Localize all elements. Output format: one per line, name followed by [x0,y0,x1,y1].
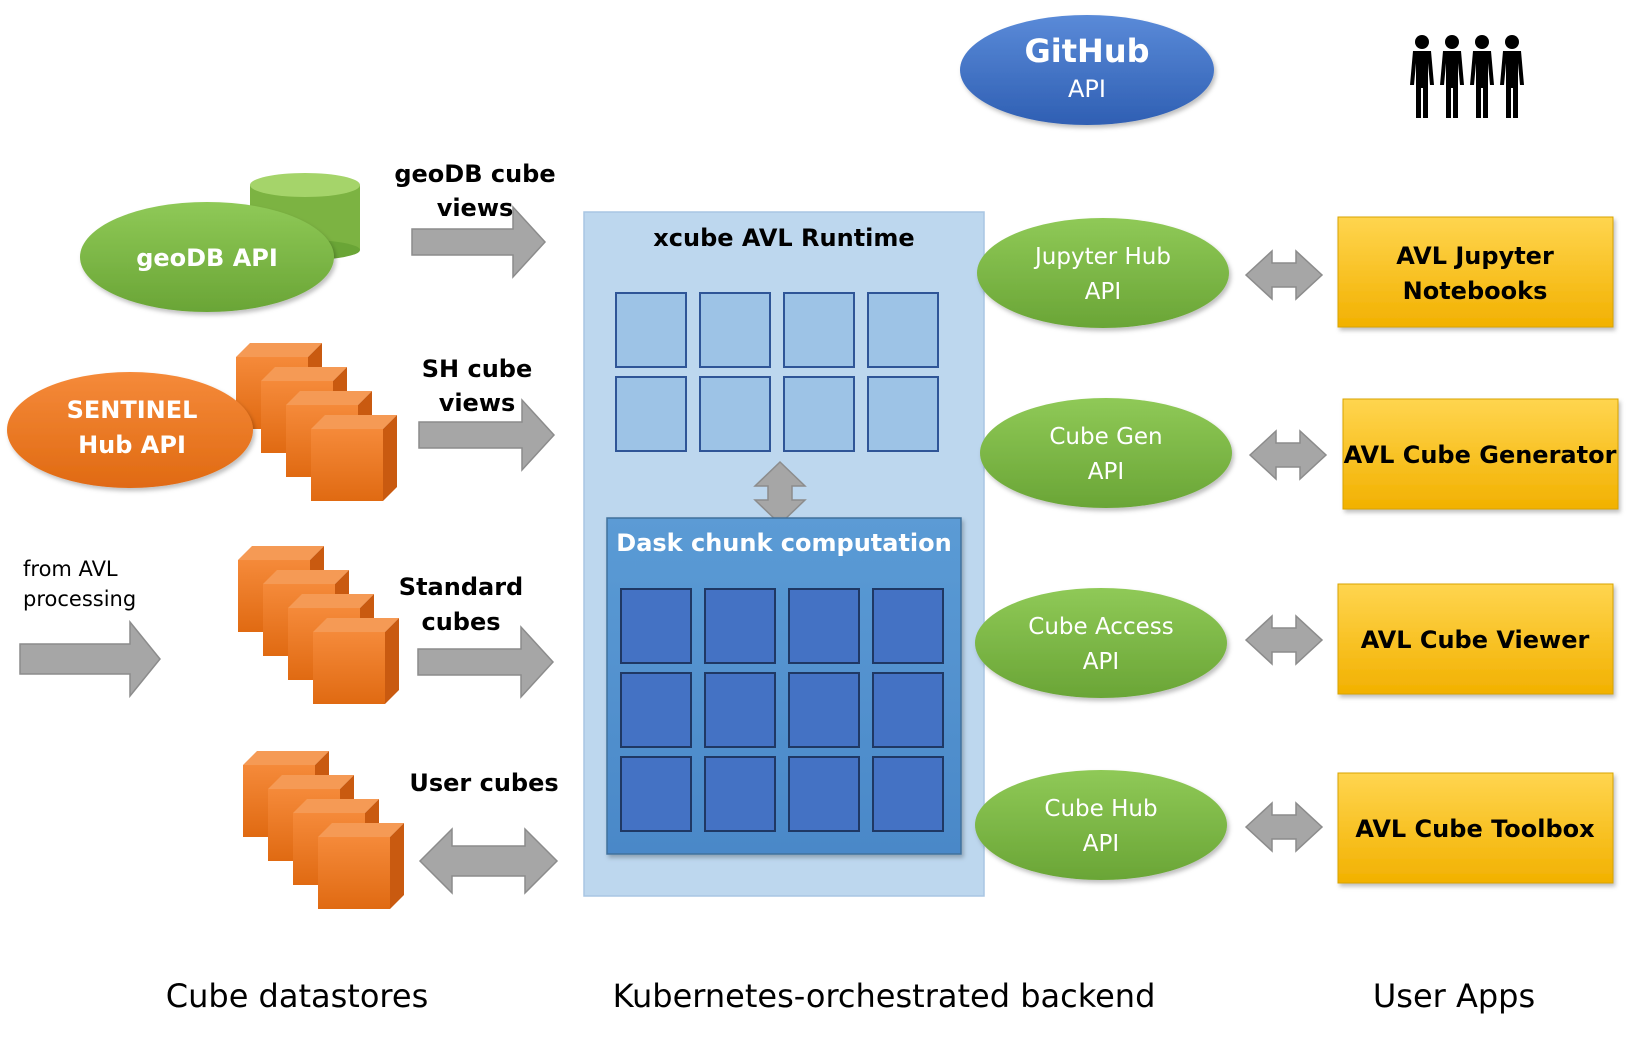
cube-gen-api-ellipse: Cube Gen API [980,398,1232,508]
arrow-standard-cubes [417,625,555,699]
app-cube-viewer: AVL Cube Viewer [1337,583,1614,695]
footer-user-apps: User Apps [1373,977,1535,1015]
app-cube-generator-label: AVL Cube Generator [1344,441,1617,469]
standard-cubes-line2: cubes [421,608,500,636]
from-avl-label-line1: from AVL [23,557,118,581]
runtime-chunk [699,292,771,368]
dask-computation-box: Dask chunk computation [606,517,962,855]
cube-gen-api-line2: API [1088,459,1124,485]
arrow-user-cubes-bidirectional [418,827,559,895]
footer-backend: Kubernetes-orchestrated backend [613,977,1156,1015]
runtime-chunk [783,376,855,452]
arrow-geodb-views [411,205,547,279]
runtime-chunk [615,376,687,452]
sentinel-hub-api-ellipse: SENTINEL Hub API [7,372,253,488]
github-logo-text: GitHub [1025,32,1150,70]
sh-cube-views-line1: SH cube [422,355,533,383]
geodb-api-label: geoDB API [136,244,278,272]
runtime-chunk [867,292,939,368]
from-avl-label-line2: processing [23,587,136,611]
dask-chunk [620,672,692,748]
geodb-api-ellipse: geoDB API [80,202,334,312]
runtime-chunk [699,376,771,452]
dask-chunk [788,756,860,832]
dask-chunk [788,672,860,748]
app-cube-viewer-label: AVL Cube Viewer [1361,626,1590,654]
app-jupyter-line2: Notebooks [1403,277,1548,305]
sentinel-label-line2: Hub API [78,431,186,459]
standard-cubes-line1: Standard [399,573,523,601]
users-icon [1410,35,1524,118]
arrow-jupyter-bidirectional [1244,249,1324,301]
cube-access-api-line2: API [1083,649,1119,675]
github-api-label: API [1068,75,1106,103]
cube-hub-api-ellipse: Cube Hub API [975,770,1227,880]
jupyter-hub-api-line2: API [1085,279,1121,305]
cube-access-api-ellipse: Cube Access API [975,588,1227,698]
jupyter-hub-api-ellipse: Jupyter Hub API [977,218,1229,328]
dask-chunk [620,756,692,832]
runtime-chunk [615,292,687,368]
cube-access-api-line1: Cube Access [1028,614,1173,640]
dask-chunk [872,672,944,748]
dask-chunk [704,588,776,664]
runtime-chunk [867,376,939,452]
arrow-from-avl [19,619,161,699]
dask-title: Dask chunk computation [616,529,951,557]
sentinel-label-line1: SENTINEL [67,396,198,424]
runtime-chunk-grid [615,292,939,452]
arrow-cubegen-bidirectional [1248,429,1328,481]
geodb-cube-views-line2: views [437,194,514,222]
runtime-chunk [783,292,855,368]
dask-chunk [872,756,944,832]
arrow-sh-views [418,398,556,472]
app-cube-toolbox: AVL Cube Toolbox [1337,772,1614,884]
app-cube-toolbox-label: AVL Cube Toolbox [1355,815,1595,843]
footer-cube-datastores: Cube datastores [166,977,428,1015]
dask-chunk [872,588,944,664]
cube-gen-api-line1: Cube Gen [1049,424,1162,450]
app-cube-generator: AVL Cube Generator [1342,398,1619,510]
user-cube-stack [243,751,404,909]
cube-hub-api-line1: Cube Hub [1044,796,1157,822]
dask-chunk [620,588,692,664]
dask-chunk [704,756,776,832]
cube-hub-api-line2: API [1083,831,1119,857]
arrow-viewer-bidirectional [1244,614,1324,666]
dask-chunk-grid [620,588,944,832]
sh-cube-views-line2: views [439,389,516,417]
github-api-ellipse: GitHub API [960,15,1214,125]
app-jupyter-line1: AVL Jupyter [1396,242,1554,270]
arrow-toolbox-bidirectional [1244,801,1324,853]
runtime-title: xcube AVL Runtime [653,224,914,252]
user-cubes-label: User cubes [409,769,558,797]
dask-chunk [788,588,860,664]
jupyter-hub-api-line1: Jupyter Hub [1033,244,1171,270]
geodb-cube-views-line1: geoDB cube [394,160,555,188]
standard-cube-stack [238,546,399,704]
dask-chunk [704,672,776,748]
sentinel-cube-stack [236,343,397,501]
app-jupyter-notebooks: AVL Jupyter Notebooks [1337,216,1614,328]
